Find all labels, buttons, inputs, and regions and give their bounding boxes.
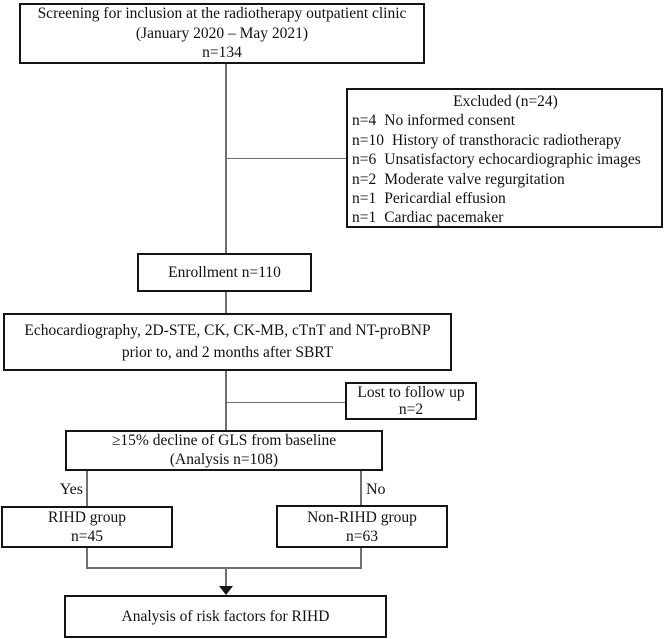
excluded-item: n=1 Pericardial effusion — [352, 189, 659, 208]
lost-to-follow-up-box: Lost to follow up n=2 — [345, 382, 477, 420]
connector-no — [360, 471, 362, 505]
rihd-line: n=45 — [71, 528, 103, 545]
enrollment-box: Enrollment n=110 — [137, 253, 312, 292]
arrowhead-down-icon — [219, 586, 233, 595]
connector-assessment-to-gls — [225, 370, 227, 431]
excluded-item-count: n=4 — [352, 112, 377, 130]
excluded-item-count: n=1 — [352, 190, 377, 208]
excluded-item-label: History of transthoracic radiotherapy — [392, 131, 622, 149]
gls-line: ≥15% decline of GLS from baseline — [111, 432, 337, 449]
no-branch-label: No — [366, 481, 386, 498]
gls-line: (Analysis n=108) — [169, 450, 279, 468]
screening-line: n=134 — [202, 44, 242, 62]
excluded-item-label: Moderate valve regurgitation — [384, 170, 565, 188]
excluded-title: Excluded (n=24) — [453, 93, 558, 110]
lost-line: n=2 — [398, 401, 424, 418]
connector-enrollment-to-assessment — [225, 292, 227, 313]
excluded-item-count: n=6 — [352, 151, 377, 169]
enrollment-line: Enrollment n=110 — [168, 263, 281, 281]
excluded-item-label: Unsatisfactory echocardiographic images — [384, 151, 641, 169]
non-rihd-line: Non-RIHD group — [307, 508, 417, 526]
connector-merge — [86, 567, 362, 569]
excluded-item: n=1 Cardiac pacemaker — [352, 208, 659, 227]
excluded-item-label: No informed consent — [384, 112, 516, 130]
non-rihd-group-box: Non-RIHD group n=63 — [276, 505, 448, 548]
yes-branch-label: Yes — [59, 481, 83, 498]
connector-branch-lost — [226, 402, 345, 404]
excluded-item: n=10 History of transthoracic radiotherap… — [352, 131, 659, 150]
excluded-item-count: n=10 — [352, 131, 384, 149]
excluded-item-label: Pericardial effusion — [384, 190, 506, 208]
screening-box: Screening for inclusion at the radiother… — [19, 3, 425, 64]
connector-nonrihd-down — [360, 547, 362, 568]
connector-arrow-stem — [225, 568, 227, 587]
lost-line: Lost to follow up — [357, 384, 465, 401]
analysis-line: Analysis of risk factors for RIHD — [121, 607, 330, 625]
excluded-item-label: Cardiac pacemaker — [384, 209, 504, 227]
connector-screening-to-enrollment — [225, 64, 227, 253]
excluded-item-count: n=1 — [352, 209, 377, 227]
rihd-line: RIHD group — [48, 509, 126, 526]
assessment-line: prior to, and 2 months after SBRT — [121, 344, 334, 361]
excluded-item: n=6 Unsatisfactory echocardiographic imag… — [352, 150, 659, 169]
screening-line: (January 2020 – May 2021) — [135, 24, 309, 42]
rihd-group-box: RIHD group n=45 — [1, 506, 173, 548]
gls-decline-box: ≥15% decline of GLS from baseline (Analy… — [65, 430, 383, 471]
connector-rihd-down — [86, 547, 88, 568]
non-rihd-line: n=63 — [346, 527, 378, 545]
analysis-box: Analysis of risk factors for RIHD — [64, 595, 387, 638]
connector-branch-excluded — [226, 158, 346, 160]
excluded-item: n=4 No informed consent — [352, 111, 659, 130]
excluded-box: Excluded (n=24) n=4 No informed consent n… — [346, 88, 663, 228]
screening-line: Screening for inclusion at the radiother… — [37, 5, 407, 23]
assessment-line: Echocardiography, 2D-STE, CK, CK-MB, cTn… — [24, 322, 431, 339]
excluded-item-count: n=2 — [352, 170, 377, 188]
connector-yes — [86, 471, 88, 506]
assessment-box: Echocardiography, 2D-STE, CK, CK-MB, cTn… — [3, 313, 452, 371]
excluded-item: n=2 Moderate valve regurgitation — [352, 170, 659, 189]
